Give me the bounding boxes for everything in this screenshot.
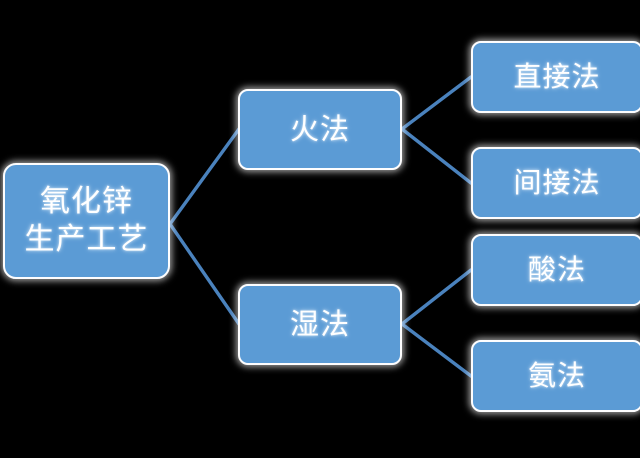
connector-pyro-to-indirect: [400, 127, 473, 185]
node-acid-method[interactable]: 酸法: [471, 234, 640, 306]
connector-root-to-hydro: [168, 222, 241, 326]
connector-pyro-to-direct: [400, 75, 473, 131]
connector-root-to-pyro: [168, 127, 241, 226]
node-ammonia-method[interactable]: 氨法: [471, 340, 640, 412]
node-root-label-line1: 氧化锌: [40, 183, 133, 219]
node-hydro-method[interactable]: 湿法: [238, 284, 402, 365]
node-pyro-method[interactable]: 火法: [238, 89, 402, 170]
node-indirect-method[interactable]: 间接法: [471, 147, 640, 219]
node-ammonia-label: 氨法: [527, 359, 586, 393]
node-direct-label: 直接法: [513, 60, 601, 94]
node-root-label-line2: 生产工艺: [24, 222, 149, 257]
node-pyro-label: 火法: [289, 111, 350, 146]
connector-hydro-to-ammonia: [400, 322, 473, 378]
node-indirect-label: 间接法: [513, 166, 601, 200]
node-direct-method[interactable]: 直接法: [471, 41, 640, 113]
node-acid-label: 酸法: [527, 253, 586, 287]
node-hydro-label: 湿法: [289, 306, 350, 341]
node-root[interactable]: 氧化锌 生产工艺: [3, 163, 170, 279]
connector-hydro-to-acid: [400, 268, 473, 326]
